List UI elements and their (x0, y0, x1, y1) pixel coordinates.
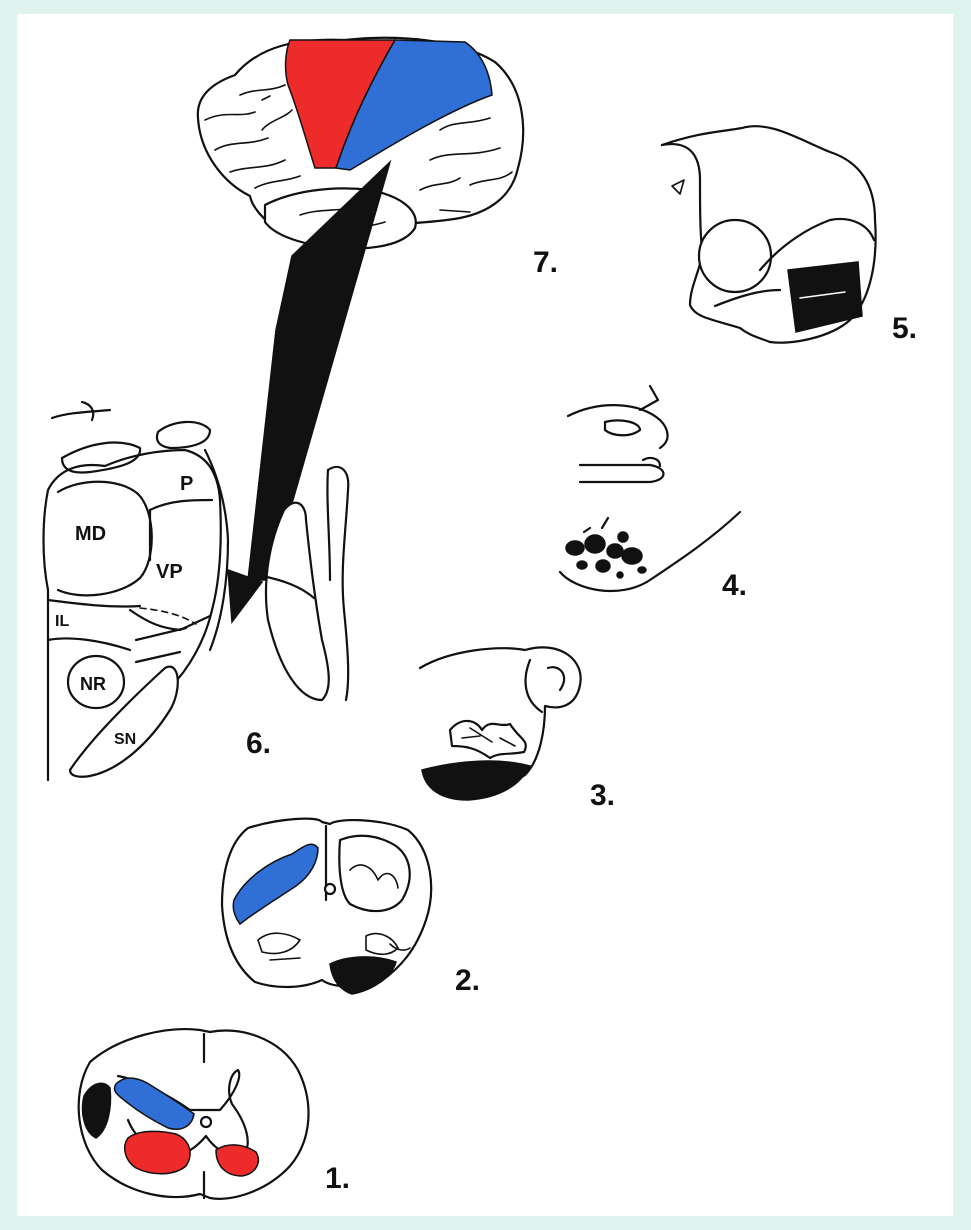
thalamus-label-nr: NR (80, 674, 106, 694)
section-5-black-band (788, 262, 862, 332)
section-2-black-region (330, 957, 396, 994)
section-5 (662, 126, 876, 343)
section-4 (560, 386, 740, 591)
thalamus-label-il: IL (55, 613, 69, 630)
section-7-label: 7. (533, 246, 558, 279)
section-3 (420, 647, 581, 800)
thalamus-label-p: P (180, 473, 193, 495)
section-3-black-region (422, 761, 530, 800)
thalamus-label-md: MD (75, 523, 106, 545)
section-1 (79, 1029, 309, 1199)
section-5-label: 5. (892, 312, 917, 345)
section-4-label: 4. (722, 569, 747, 602)
section-2 (222, 819, 431, 994)
section-6-label: 6. (246, 727, 271, 760)
section-1-label: 1. (325, 1162, 350, 1195)
section-1-red-region-left (125, 1131, 190, 1173)
section-2-label: 2. (455, 964, 480, 997)
section-3-label: 3. (590, 779, 615, 812)
thalamus-label-vp: VP (156, 561, 183, 583)
thalamus-label-sn: SN (114, 731, 136, 748)
